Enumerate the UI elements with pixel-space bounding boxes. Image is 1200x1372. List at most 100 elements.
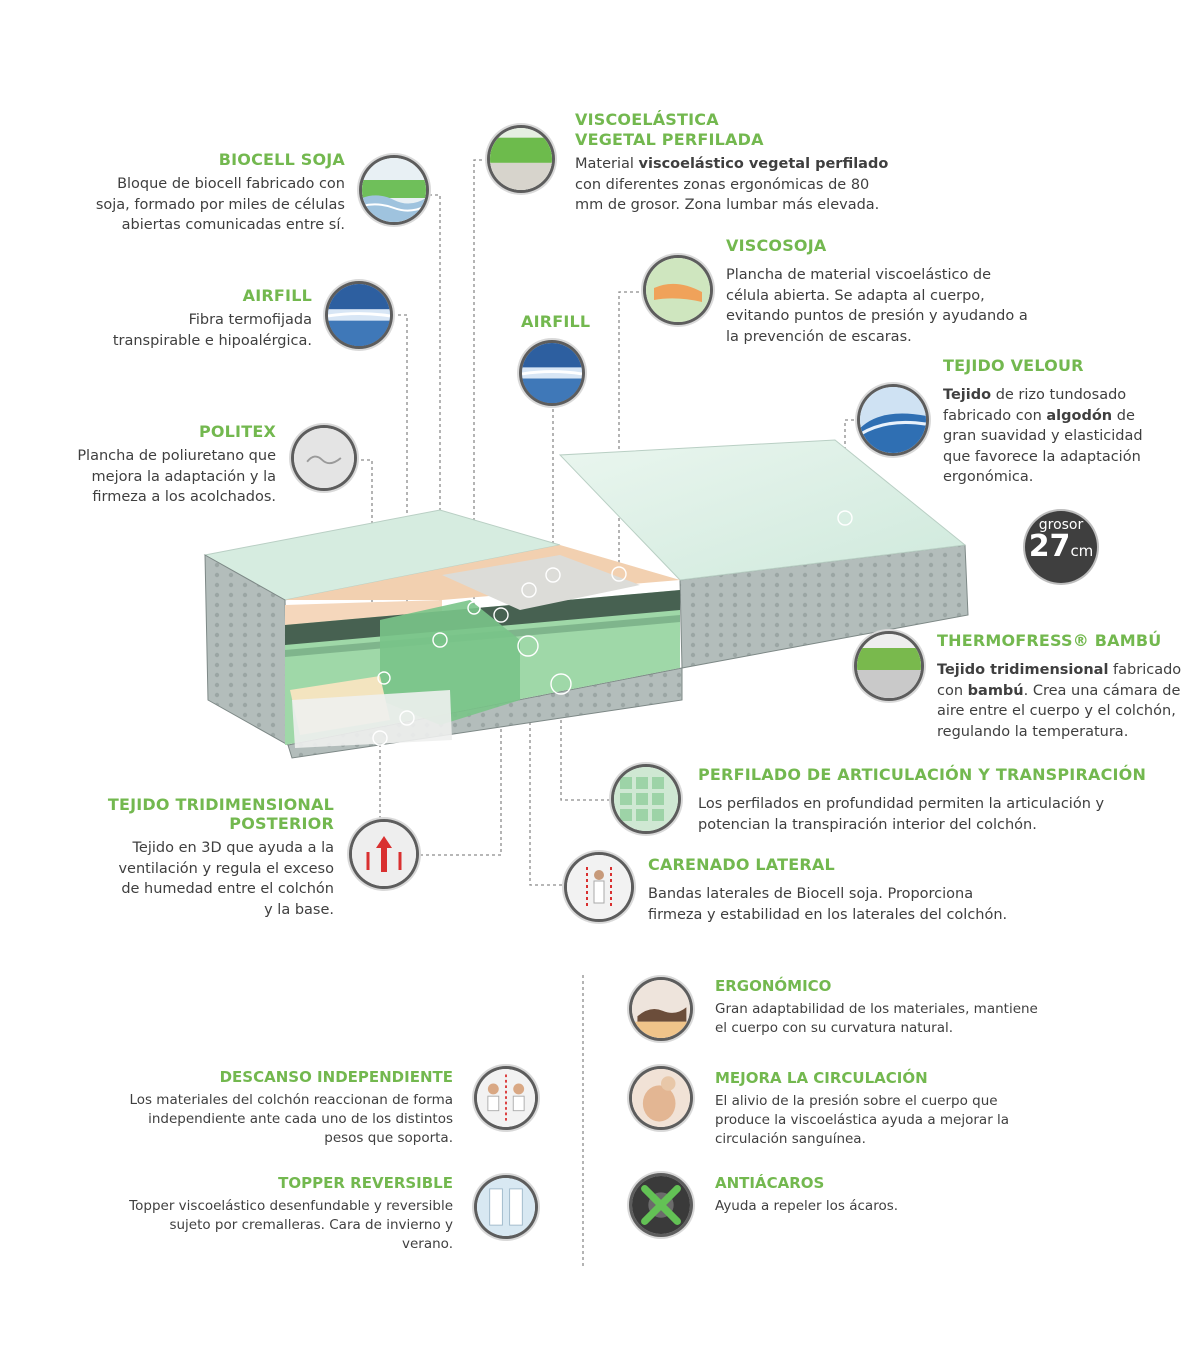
circulacion-text: El alivio de la presión sobre el cuerpo … (715, 1092, 1075, 1149)
politex-text-1: Plancha de poliuretano que (77, 448, 276, 464)
topper-text-1: Topper viscoelástico desenfundable y rev… (129, 1198, 453, 1214)
velour-bold-2: algodón (1046, 407, 1113, 424)
thermo-bold-2: bambú (967, 682, 1024, 699)
politex-text-3: firmeza a los acolchados. (92, 489, 276, 505)
visco-vegetal-title-2: VEGETAL PERFILADA (575, 130, 764, 149)
thermo-t1: fabricado (1108, 662, 1182, 678)
carenado-title: CARENADO LATERAL (648, 855, 835, 874)
airfill-mid-icon (522, 343, 582, 403)
velour-text-2: que favorece la adaptación (943, 448, 1141, 465)
ergonomico-text-1: Gran adaptabilidad de los materiales, ma… (715, 1001, 1038, 1017)
circulacion-text-1: El alivio de la presión sobre el cuerpo … (715, 1093, 998, 1109)
thermo-t3: . Crea una cámara de (1023, 682, 1181, 699)
thermo-t2: con (937, 682, 968, 699)
circulacion-text-3: circulación sanguínea. (715, 1131, 866, 1147)
velour-title: TEJIDO VELOUR (943, 356, 1084, 375)
antiacaros-icon (632, 1176, 690, 1234)
thickness-label: grosor (1038, 517, 1084, 533)
velour-icon (860, 387, 926, 453)
velour-t3: de (1112, 407, 1135, 424)
biocell-text-1: Bloque de biocell fabricado con (117, 176, 345, 192)
topper-text-2: sujeto por cremalleras. Cara de invierno… (169, 1217, 453, 1233)
circulacion-icon (632, 1069, 690, 1127)
descanso-icon (477, 1069, 535, 1127)
descanso-title: DESCANSO INDEPENDIENTE (219, 1068, 453, 1086)
biocell-text-3: abiertas comunicadas entre sí. (121, 217, 345, 233)
visco-vegetal-pre: Material (575, 156, 639, 172)
thermo-title: THERMOFRESS® BAMBÚ (937, 631, 1162, 650)
thermo-text: Tejido tridimensional fabricado con bamb… (937, 660, 1197, 742)
tridimensional-title-2: POSTERIOR (229, 814, 334, 833)
viscosoja-text: Plancha de material viscoelástico de cél… (726, 265, 1056, 347)
viscosoja-text-1: Plancha de material viscoelástico de (726, 267, 992, 283)
topper-icon (477, 1178, 535, 1236)
thermo-text-1: aire entre el cuerpo y el colchón, (937, 703, 1176, 719)
politex-text-2: mejora la adaptación y la (91, 468, 276, 485)
thickness-value: 27 (1028, 529, 1071, 564)
biocell-text: Bloque de biocell fabricado con soja, fo… (45, 174, 345, 236)
viscosoja-icon (646, 258, 710, 322)
perfilado-text-1: Los perfilados en profundidad permiten l… (698, 796, 1105, 812)
visco-vegetal-title-1: VISCOELÁSTICA (575, 110, 719, 129)
descanso-text-1: Los materiales del colchón reaccionan de… (129, 1092, 453, 1108)
thermo-icon (857, 634, 921, 698)
viscosoja-text-2: célula abierta. Se adapta al cuerpo, (726, 287, 985, 304)
tridimensional-text-4: y la base. (264, 901, 334, 918)
velour-bold-1: Tejido (943, 387, 992, 403)
visco-vegetal-text: Material viscoelástico vegetal perfilado… (575, 154, 905, 216)
tridimensional-title-1: TEJIDO TRIDIMENSIONAL (107, 795, 334, 814)
topper-text-3: verano. (402, 1236, 453, 1252)
carenado-text: Bandas laterales de Biocell soja. Propor… (648, 884, 1048, 925)
velour-text: Tejido de rizo tundosado fabricado con a… (943, 385, 1183, 488)
topper-title: TOPPER REVERSIBLE (278, 1174, 453, 1192)
viscosoja-text-4: la prevención de escaras. (726, 328, 912, 345)
descanso-text: Los materiales del colchón reaccionan de… (93, 1091, 453, 1148)
circulacion-text-2: produce la viscoelástica ayuda a mejorar… (715, 1112, 1010, 1128)
visco-vegetal-text-2: mm de grosor. Zona lumbar más elevada. (575, 197, 880, 213)
airfill-left-title: AIRFILL (242, 286, 312, 305)
perfilado-icon (614, 767, 678, 831)
thickness-unit: cm (1070, 542, 1094, 560)
velour-text-1: gran suavidad y elasticidad (943, 428, 1143, 444)
perfilado-text-2: potencian la transpiración interior del … (698, 816, 1037, 833)
airfill-left-text-1: Fibra termofijada (188, 312, 312, 328)
ergonomico-title: ERGONÓMICO (715, 977, 832, 995)
ergonomico-text: Gran adaptabilidad de los materiales, ma… (715, 1000, 1075, 1038)
descanso-text-2: independiente ante cada uno de los disti… (148, 1111, 453, 1127)
velour-t1: de rizo tundosado (991, 387, 1127, 403)
visco-vegetal-text-1: con diferentes zonas ergonómicas de 80 (575, 176, 870, 193)
viscosoja-title: VISCOSOJA (726, 236, 827, 255)
politex-text: Plancha de poliuretano que mejora la ada… (16, 446, 276, 508)
airfill-mid-title: AIRFILL (521, 312, 591, 331)
airfill-left-text: Fibra termofijada transpirable e hipoalé… (52, 310, 312, 351)
tridimensional-text-2: ventilación y regula el exceso (118, 860, 334, 877)
ergonomico-icon (632, 980, 690, 1038)
tridimensional-text: Tejido en 3D que ayuda a la ventilación … (74, 838, 334, 920)
circulacion-title: MEJORA LA CIRCULACIÓN (715, 1069, 928, 1087)
carenado-icon (567, 855, 631, 919)
biocell-icon (362, 158, 426, 222)
biocell-title: BIOCELL SOJA (218, 150, 345, 169)
thermo-bold-1: Tejido tridimensional (937, 662, 1109, 678)
perfilado-title: PERFILADO DE ARTICULACIÓN Y TRANSPIRACIÓ… (698, 765, 1147, 784)
descanso-text-3: pesos que soporta. (324, 1130, 453, 1146)
topper-text: Topper viscoelástico desenfundable y rev… (93, 1197, 453, 1254)
airfill-left-icon (328, 284, 390, 346)
antiacaros-text-1: Ayuda a repeler los ácaros. (715, 1198, 899, 1214)
thermo-text-2: regulando la temperatura. (937, 723, 1129, 740)
tridimensional-text-1: Tejido en 3D que ayuda a la (132, 840, 334, 856)
visco-vegetal-bold: viscoelástico vegetal perfilado (638, 156, 889, 172)
ergonomico-text-2: el cuerpo con su curvatura natural. (715, 1020, 954, 1036)
antiacaros-text: Ayuda a repeler los ácaros. (715, 1197, 1075, 1216)
velour-text-3: ergonómica. (943, 469, 1034, 485)
politex-icon (294, 428, 354, 488)
antiacaros-title: ANTIÁCAROS (715, 1174, 825, 1192)
carenado-text-2: firmeza y estabilidad en los laterales d… (648, 906, 1008, 923)
carenado-text-1: Bandas laterales de Biocell soja. Propor… (648, 886, 974, 902)
tridimensional-icon (352, 822, 416, 886)
tridimensional-text-3: de humedad entre el colchón (121, 881, 334, 897)
airfill-left-text-2: transpirable e hipoalérgica. (112, 332, 312, 349)
velour-t2: fabricado con (943, 407, 1047, 424)
politex-title: POLITEX (198, 422, 276, 441)
